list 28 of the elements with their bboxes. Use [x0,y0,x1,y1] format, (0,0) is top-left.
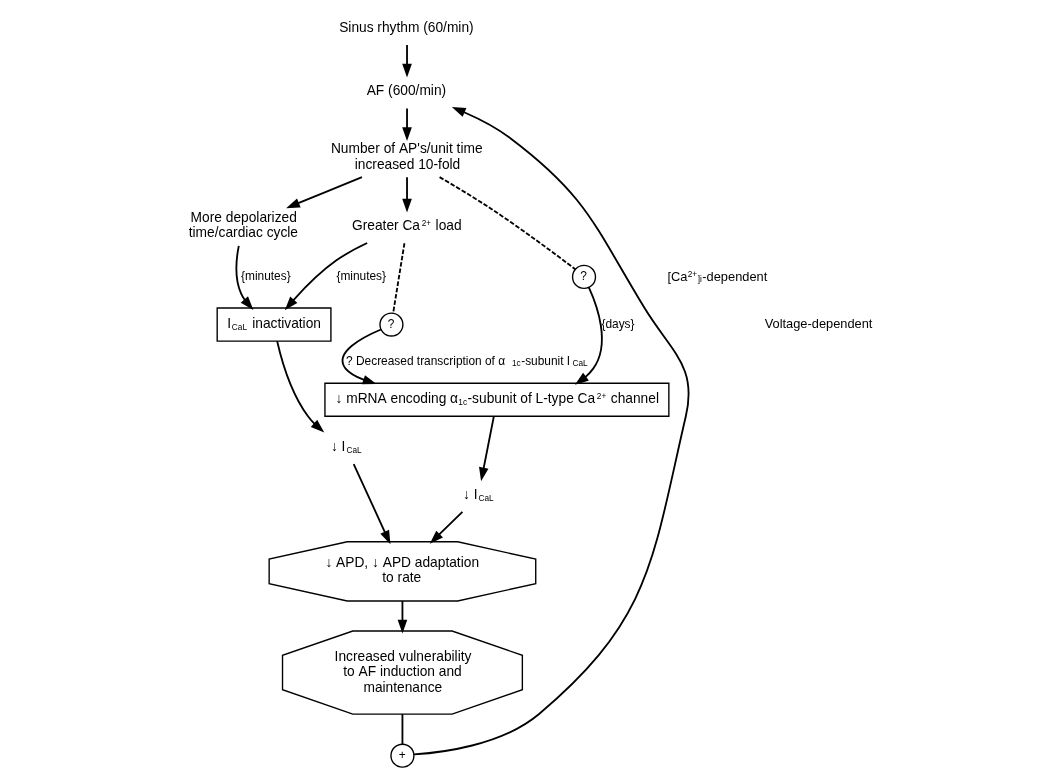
connector [401,713,404,746]
node-text: AF (600/min) [366,83,447,99]
node-circle: ? [571,264,597,290]
node-text: Sinus rhythm (60/min) [339,20,474,36]
node-text: Number of AP's/unit time increased 10-fold [330,141,483,172]
connector [392,242,406,314]
arrow [574,286,603,385]
node-text: More depolarized time/cardiac cycle [188,209,299,241]
edge-label: {minutes} [336,269,387,283]
label: Voltage-dependent [764,316,873,332]
arrow [286,176,363,209]
arrow [276,340,325,433]
arrow [402,176,412,213]
edge-label: {days} [601,316,635,331]
arrow [479,415,495,482]
arrow [397,600,408,634]
arrow [341,328,382,385]
arrow [413,107,690,756]
connector [438,176,577,271]
arrow [235,244,254,310]
arrow [352,463,391,545]
arrow [284,242,369,311]
edge-label: {minutes} [241,269,291,283]
node-circle: ? [379,312,404,337]
node-circle: + [390,743,415,768]
arrow [402,107,412,142]
arrow [429,510,464,544]
arrow [402,44,412,78]
